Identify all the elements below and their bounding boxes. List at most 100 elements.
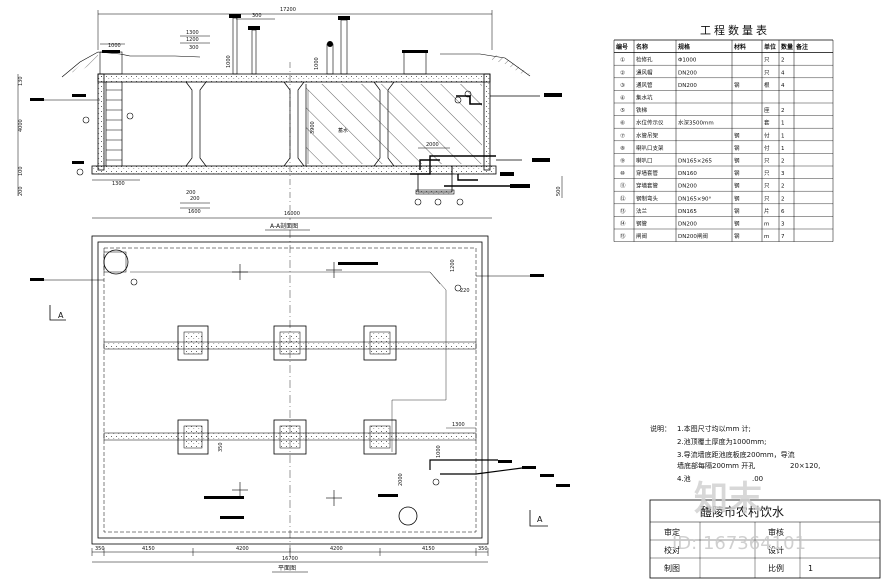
plan-dim-bottom: 350 (478, 546, 488, 552)
title-block-cell: 设计 (768, 545, 784, 555)
table-cell: DN200 (678, 184, 697, 190)
manhole-icon (99, 50, 123, 75)
section-dim-small: 1000 (108, 43, 121, 49)
table-cell: 钢 (734, 207, 740, 215)
table-cell: 只 (764, 69, 770, 76)
table-cell: 只 (764, 183, 770, 190)
table-cell: ⑥ (620, 121, 625, 127)
vent-marker-icon (326, 490, 342, 506)
table-cell: 2 (781, 184, 785, 190)
section-dim-bottom: 200 (186, 190, 196, 196)
table-cell: 钢制弯头 (636, 194, 659, 202)
section-water-label: 蓄水 (338, 127, 348, 134)
table-cell: 水位传示仪 (636, 119, 664, 127)
table-cell: 钢 (734, 144, 740, 152)
notes-label: 说明： (650, 424, 671, 433)
table-cell: ⑮ (620, 232, 626, 240)
section-dim-top: 17200 (280, 7, 296, 13)
table-cell: 只 (764, 57, 770, 64)
table-cell: 3 (781, 171, 785, 177)
ladder (105, 82, 123, 166)
vent-pipe-icon (326, 41, 334, 75)
table-cell: ① (620, 58, 625, 64)
outlet-pipes (410, 93, 562, 206)
table-cell: 只 (764, 195, 770, 202)
table-cell: 1 (781, 133, 785, 139)
section-dim-vertical: 130 (18, 76, 24, 86)
section-dim-bottom: 2000 (426, 142, 439, 148)
table-cell: 1 (781, 121, 785, 127)
plan-dim: 350 (218, 442, 224, 452)
section-dim-vertical: 1000 (314, 57, 320, 70)
table-cell: DN165×90° (678, 196, 711, 202)
column-footing (363, 419, 397, 455)
table-cell: ⑤ (620, 108, 625, 114)
plan-dim: 2000 (398, 473, 404, 486)
table-header-cell: 数量 (781, 43, 793, 51)
table-cell: 钢 (734, 182, 740, 190)
table-cell: m (764, 234, 769, 240)
table-cell: ⑦ (620, 132, 625, 139)
table-cell: 法兰 (636, 207, 648, 215)
column-footing (273, 325, 307, 361)
column-footing (273, 419, 307, 455)
table-cell: DN165×265 (678, 159, 712, 165)
table-cell: 只 (764, 158, 770, 165)
table-cell: 钢 (734, 131, 740, 139)
plan-dim-bottom: 4150 (142, 546, 155, 552)
note-partial: 20×120, (790, 462, 820, 470)
section-dim-bottom: 1300 (112, 181, 125, 187)
vent-marker-icon (232, 264, 248, 280)
table-cell: ⑩ (620, 170, 625, 177)
table-cell: 片 (764, 207, 770, 215)
table-cell: ⑭ (620, 220, 626, 228)
title-block-cell: 1 (808, 564, 813, 573)
table-cell: 2 (781, 108, 785, 114)
table-cell: 7 (781, 234, 785, 240)
table-cell: 钢管 (636, 220, 648, 228)
vent-pipe-icon (229, 14, 241, 75)
table-cell: 钢 (734, 81, 740, 89)
plan-view: 220 350 2000 1200 1300 1000 A A 350 4150… (30, 230, 570, 573)
table-header-cell: 材料 (733, 43, 746, 51)
table-header-cell: 单位 (764, 43, 776, 51)
title-block-row-label: 制图 (664, 563, 680, 573)
section-dim-bottom: 1600 (188, 209, 201, 215)
vent-pipe-icon (338, 16, 350, 75)
table-cell: 闸阀 (636, 232, 647, 240)
table-cell: Φ1000 (678, 58, 697, 64)
plan-label-220: 220 (460, 288, 470, 294)
plan-dim-bottom: 4200 (236, 546, 249, 552)
plan-dim: 1000 (436, 445, 442, 458)
plan-dim-bottom: 4150 (422, 546, 435, 552)
table-title: 工程数量表 (700, 23, 770, 37)
column-footing (363, 325, 397, 361)
table-cell: 钢 (734, 157, 740, 165)
table-cell: ② (620, 69, 625, 76)
table-cell: 2 (781, 196, 785, 202)
table-cell: ⑧ (620, 146, 625, 152)
table-cell: ⑬ (620, 207, 626, 215)
manhole-icon (402, 50, 428, 75)
table-cell: 6 (781, 209, 785, 215)
watermark: 知末 ID: 167364101 (672, 479, 806, 554)
table-cell: 集水坑 (636, 94, 653, 102)
table-cell: 2 (781, 159, 785, 165)
title-block-row-label: 审定 (664, 527, 680, 537)
table-cell: 2 (781, 58, 785, 64)
table-cell: 穿墙套管 (636, 169, 659, 177)
plan-dim: 1300 (452, 422, 465, 428)
table-cell: 喇叭口 (636, 157, 653, 165)
table-cell: DN200 (678, 83, 697, 89)
section-dim-overall: 16000 (284, 211, 300, 217)
table-cell: 只 (764, 170, 770, 177)
note-line: 2.池顶覆土厚度为1000mm; (677, 437, 767, 446)
table-cell: 通风帽 (636, 68, 653, 76)
section-marker-a: A (58, 311, 64, 320)
vent-marker-icon (232, 482, 248, 498)
column-footing (177, 325, 209, 361)
plan-dim-bottom: 350 (95, 546, 105, 552)
table-cell: DN200闸阀 (678, 232, 708, 240)
